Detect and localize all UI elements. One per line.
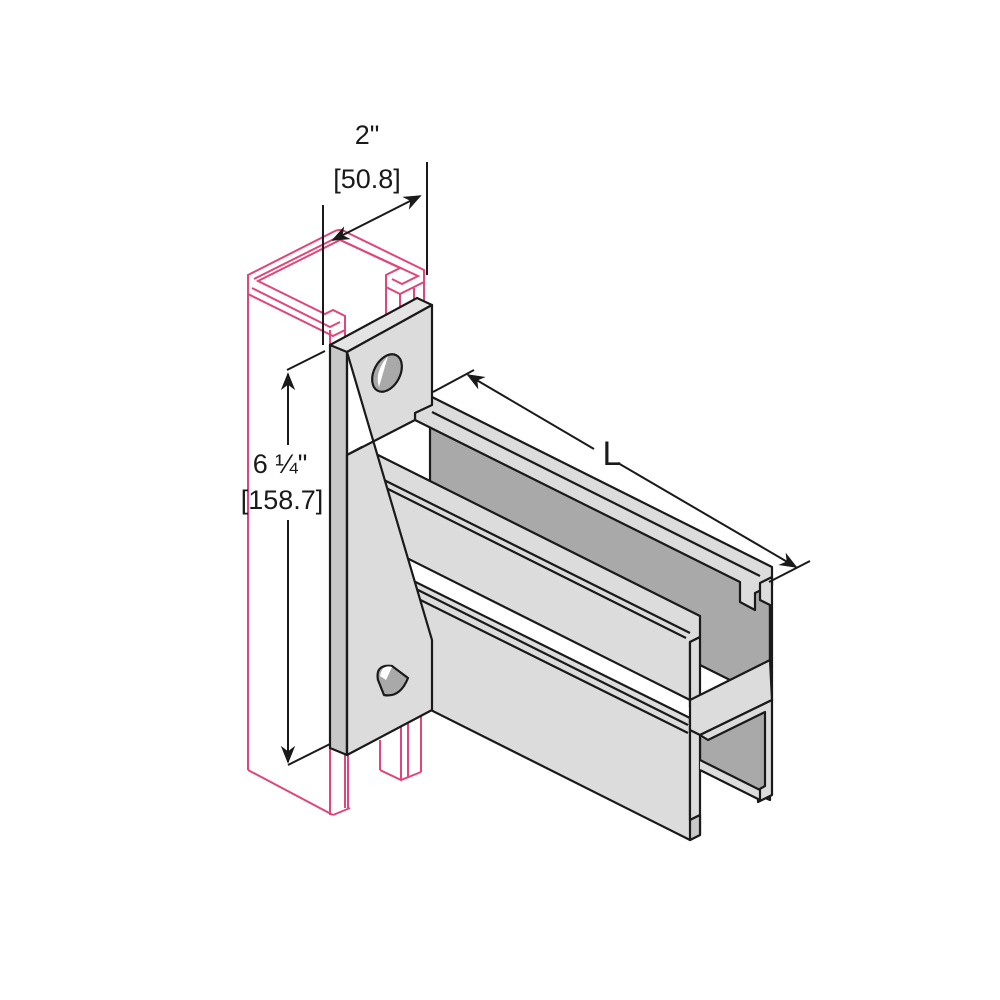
length-dimension-line-right: [617, 462, 798, 568]
width-dimension-line: [331, 195, 422, 241]
height-extension-line-bottom: [287, 743, 331, 766]
length-label: L: [603, 435, 622, 473]
width-imperial-label: 2": [355, 120, 380, 150]
height-imperial-label: 6 ¼": [253, 449, 308, 479]
length-extension-line-end: [768, 560, 811, 583]
length-dimension-line-left: [466, 374, 595, 450]
double-channel-arm: [345, 395, 774, 842]
upper-bolt-hole: [371, 353, 403, 393]
length-extension-line-start: [432, 369, 475, 393]
height-extension-line-top: [286, 350, 326, 371]
lower-bolt-hole: [376, 664, 410, 697]
width-metric-label: [50.8]: [333, 164, 401, 194]
base-plate: [328, 296, 434, 757]
height-dimension: [280, 350, 331, 766]
length-dimension: [432, 369, 811, 583]
height-metric-label: [158.7]: [241, 485, 324, 515]
width-dimension: [322, 162, 428, 345]
